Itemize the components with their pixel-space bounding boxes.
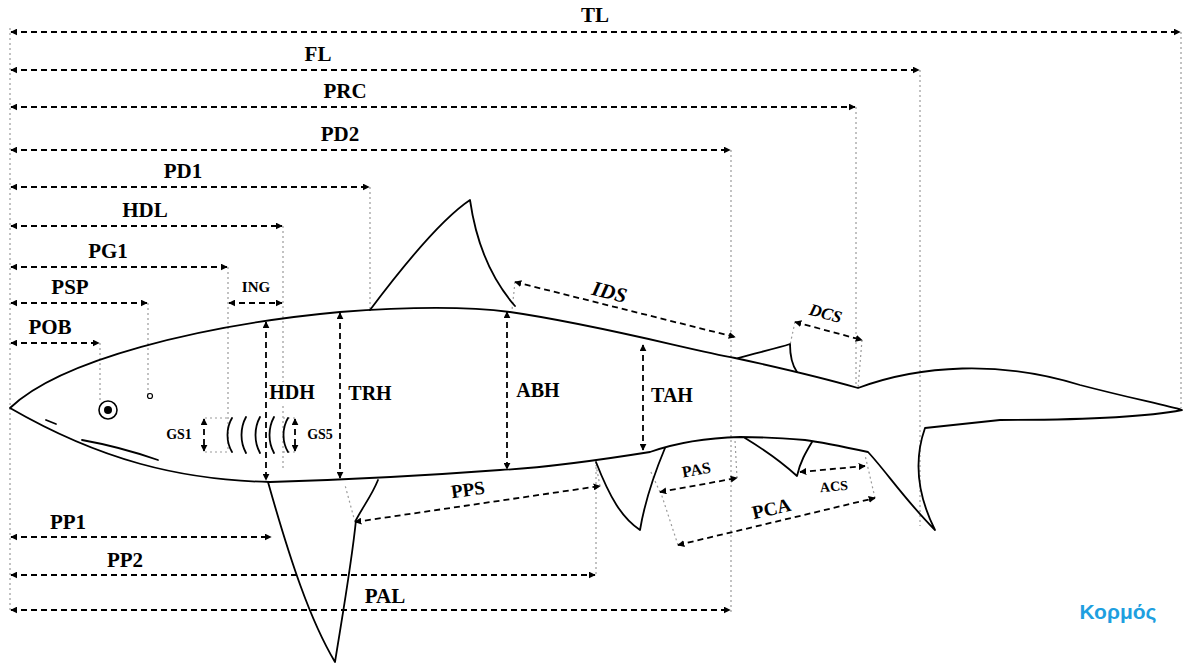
dimension-label: PG1 — [86, 240, 130, 262]
dimension-line — [506, 312, 508, 469]
guide-line — [730, 150, 731, 612]
dimension-line — [642, 345, 644, 450]
dimension-line — [339, 313, 341, 478]
dimension-label: ACS — [817, 478, 850, 495]
gill-slits — [228, 417, 289, 453]
nostril — [46, 420, 56, 424]
guide-line — [345, 282, 875, 545]
dimension-line — [11, 225, 282, 227]
dimension-line — [660, 478, 737, 492]
dimension-label: PP1 — [48, 511, 88, 533]
dimension-line — [11, 266, 227, 268]
guide-line — [855, 107, 856, 388]
eye-pupil — [104, 406, 112, 414]
dimension-line — [11, 69, 919, 71]
dimension-label: PRC — [321, 80, 368, 102]
dimension-label: PPS — [448, 477, 488, 502]
dimension-line — [11, 536, 271, 538]
dimension-label: PSP — [49, 276, 90, 298]
dimension-label: PAS — [679, 459, 714, 481]
dimension-line — [11, 342, 99, 344]
dimension-label: POB — [26, 316, 73, 338]
dimension-label: PCA — [749, 494, 795, 523]
guide-line — [205, 418, 296, 452]
mouth — [82, 440, 158, 460]
dimension-label: FL — [303, 43, 334, 65]
spiracle — [148, 394, 153, 399]
dimension-label: ABH — [514, 380, 561, 401]
shark-outline — [10, 308, 1182, 530]
dimension-label: GS1 — [164, 428, 194, 443]
dimension-label: TL — [579, 4, 611, 26]
pectoral-fin — [268, 480, 378, 662]
dimension-line — [229, 302, 282, 304]
dimension-label: HDL — [120, 199, 170, 221]
dimension-label: HDH — [267, 382, 317, 403]
dimension-line — [11, 302, 147, 304]
shark-body — [10, 200, 1182, 662]
dimension-line — [11, 149, 730, 151]
guide-lines — [10, 28, 1181, 612]
dimension-label: PP2 — [105, 549, 145, 571]
caption-label: Κορμός — [1077, 601, 1158, 623]
eye — [99, 401, 117, 419]
dimension-label: TAH — [649, 385, 695, 406]
dimension-line — [795, 322, 862, 340]
dimension-line — [294, 419, 296, 451]
dimension-line — [203, 419, 205, 451]
anal-fin — [745, 438, 812, 476]
dimension-label: TRH — [346, 383, 393, 404]
first-dorsal-fin — [370, 200, 515, 310]
pelvic-fin — [596, 448, 665, 530]
dimension-label: IDS — [588, 277, 631, 308]
second-dorsal-fin — [738, 344, 797, 372]
dimension-label: PAL — [363, 585, 407, 607]
guide-line — [147, 303, 148, 394]
dimension-label: GS5 — [305, 428, 335, 443]
dimension-line — [11, 31, 1180, 33]
dimension-lines — [11, 32, 1180, 610]
dimension-line — [11, 186, 369, 188]
guide-line — [1180, 32, 1181, 408]
dimension-label: ING — [240, 280, 272, 296]
dimension-line — [11, 574, 595, 576]
dimension-line — [11, 609, 730, 611]
dimension-label: PD1 — [162, 160, 205, 182]
dimension-label: PD2 — [319, 123, 362, 145]
guide-line — [369, 187, 370, 310]
guide-line — [595, 462, 596, 576]
dimension-line — [11, 106, 855, 108]
guide-line — [9, 28, 10, 612]
guide-line — [99, 343, 100, 400]
dimension-label: DCS — [806, 301, 846, 328]
dimension-line — [800, 466, 865, 472]
